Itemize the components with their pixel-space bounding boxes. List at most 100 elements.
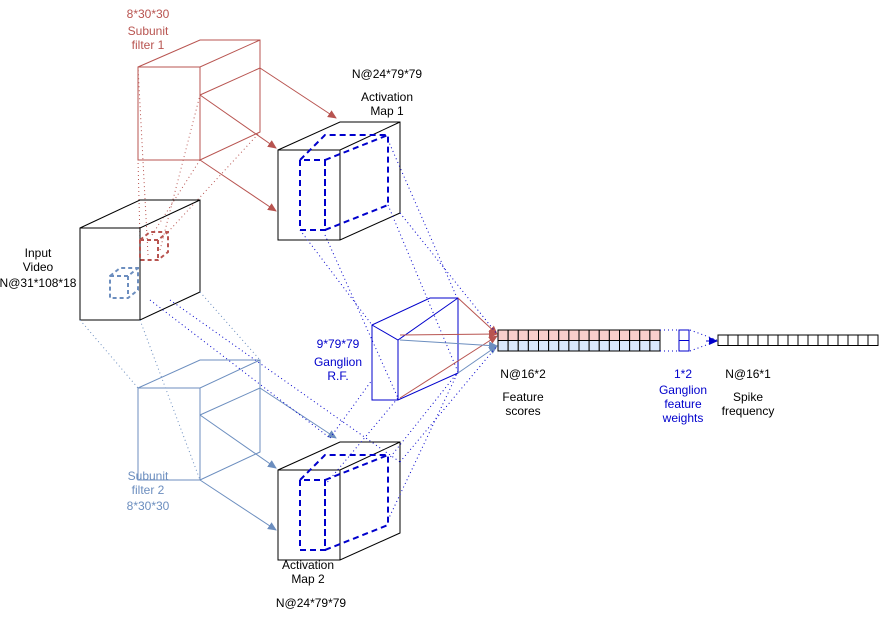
ganglion-to-scores-arrows	[399, 297, 498, 399]
feature-score-cell	[649, 340, 661, 352]
feature-score-cell	[629, 329, 641, 341]
input-to-act2-lines	[149, 299, 401, 463]
weight-cell	[678, 340, 690, 352]
filter1-projection-lines	[137, 66, 261, 256]
act2-name-label-1: Activation	[282, 558, 334, 572]
feature-score-cell	[538, 340, 550, 352]
feature-score-cell	[538, 329, 550, 341]
feature-score-cell	[598, 340, 610, 352]
weights-name-label-2: feature	[664, 397, 702, 411]
filter2-name-label-2: filter 2	[132, 483, 165, 497]
input-video-cube	[79, 199, 201, 321]
weights-name-label-3: weights	[662, 411, 704, 425]
ganglion-name-label-1: Ganglion	[314, 355, 362, 369]
feature-score-cell	[517, 340, 529, 352]
scores-to-weights-lines	[660, 329, 678, 352]
feature-score-cell	[639, 329, 651, 341]
filter2-projection-lines	[79, 291, 261, 481]
filter1-dims-label: 8*30*30	[127, 7, 170, 21]
ganglion-dims-label: 9*79*79	[317, 337, 360, 351]
feature-score-cell	[619, 329, 631, 341]
weights-to-spike-arrow	[689, 329, 718, 352]
spike-name-label-2: frequency	[722, 404, 775, 418]
feature-score-cell	[497, 340, 509, 352]
spike-cell	[837, 334, 849, 346]
filter2-arrows	[199, 387, 337, 531]
feature-score-cell	[558, 329, 570, 341]
feature-score-cell	[608, 340, 620, 352]
filter2-name-label-1: Subunit	[128, 469, 169, 483]
feature-score-cell	[527, 329, 539, 341]
feature-score-cell	[568, 340, 580, 352]
act1-name-label-2: Map 1	[370, 104, 404, 118]
spike-cell	[747, 334, 759, 346]
feature-score-cell	[608, 329, 620, 341]
act1-dims-label: N@24*79*79	[352, 67, 423, 81]
spike-cell	[867, 334, 879, 346]
filter2-dims-label: 8*30*30	[127, 499, 170, 513]
spike-cell	[767, 334, 779, 346]
activation-map-1-window	[299, 134, 389, 231]
ganglion-rf-cube	[371, 297, 459, 401]
ganglion-weights-grid	[678, 329, 690, 352]
spike-cell	[737, 334, 749, 346]
subunit-filter-1-cube	[137, 39, 261, 161]
input-name-label-2: Video	[23, 260, 54, 274]
act-to-ganglion-lines	[299, 139, 459, 521]
spike-cell	[817, 334, 829, 346]
spike-cell	[797, 334, 809, 346]
input-blue-subcube	[109, 267, 139, 299]
subunit-filter-2-cube	[137, 359, 261, 481]
spike-cell	[827, 334, 839, 346]
filter1-name-label-1: Subunit	[128, 24, 169, 38]
feature-score-cell	[588, 329, 600, 341]
feature-score-cell	[548, 329, 560, 341]
spike-cell	[717, 334, 729, 346]
feature-score-cell	[548, 340, 560, 352]
feature-score-cell	[619, 340, 631, 352]
feature-score-cell	[527, 340, 539, 352]
feature-score-cell	[497, 329, 509, 341]
feature-score-cell	[517, 329, 529, 341]
input-dims-label: N@31*108*18	[0, 276, 77, 290]
spike-cell	[787, 334, 799, 346]
feature-score-cell	[507, 340, 519, 352]
spike-cell	[847, 334, 859, 346]
act2-name-label-2: Map 2	[291, 572, 325, 586]
feature-score-cell	[598, 329, 610, 341]
act-to-scores-lines	[399, 212, 498, 463]
filter1-name-label-2: filter 1	[132, 38, 165, 52]
feature-score-cell	[578, 340, 590, 352]
input-red-subcube	[139, 231, 169, 261]
spike-cell	[757, 334, 769, 346]
act1-name-label-1: Activation	[361, 90, 413, 104]
feature-score-cell	[639, 340, 651, 352]
feature-score-cell	[578, 329, 590, 341]
spike-frequency-grid	[717, 334, 879, 346]
scores-dims-label: N@16*2	[500, 367, 546, 381]
feature-score-cell	[588, 340, 600, 352]
feature-score-cell	[507, 329, 519, 341]
spike-dims-label: N@16*1	[725, 367, 771, 381]
spike-cell	[807, 334, 819, 346]
feature-score-cell	[649, 329, 661, 341]
feature-scores-grid	[497, 329, 661, 352]
input-name-label-1: Input	[25, 246, 52, 260]
activation-map-2-window	[299, 454, 389, 551]
weights-name-label-1: Ganglion	[659, 383, 707, 397]
weights-dims-label: 1*2	[674, 367, 692, 381]
scores-name-label-2: scores	[505, 404, 540, 418]
spike-cell	[857, 334, 869, 346]
activation-map-2-cube	[277, 441, 401, 561]
feature-score-cell	[629, 340, 641, 352]
weight-cell	[678, 329, 690, 341]
feature-score-cell	[558, 340, 570, 352]
activation-map-1-cube	[277, 121, 401, 241]
act2-dims-label: N@24*79*79	[276, 596, 347, 610]
spike-cell	[777, 334, 789, 346]
scores-name-label-1: Feature	[502, 390, 544, 404]
spike-cell	[727, 334, 739, 346]
spike-name-label-1: Spike	[733, 390, 763, 404]
filter1-arrows	[199, 67, 337, 212]
